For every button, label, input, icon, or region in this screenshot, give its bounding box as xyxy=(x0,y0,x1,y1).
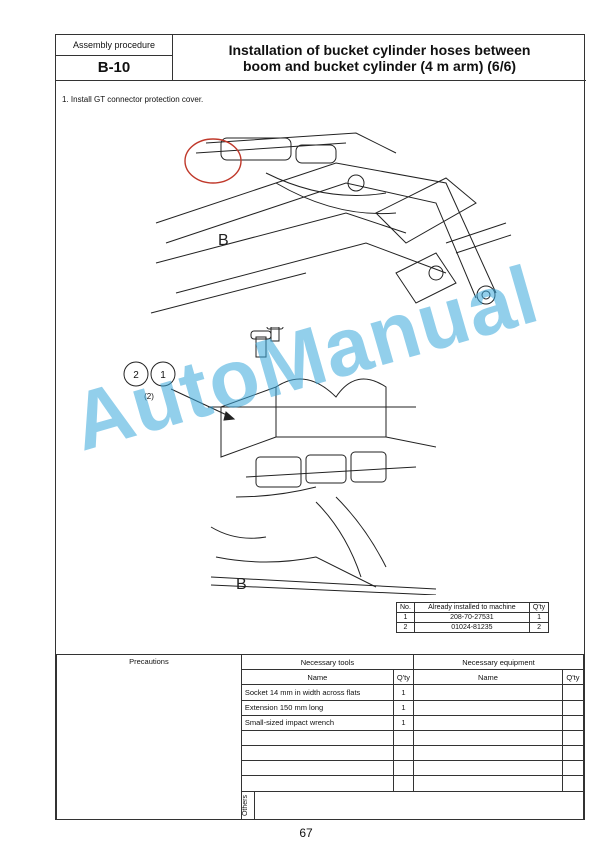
parts-cell: 208-70-27531 xyxy=(413,612,530,623)
tool-qty: 1 xyxy=(392,714,414,731)
tool-qty: 1 xyxy=(392,699,414,716)
procedure-code: B-10 xyxy=(97,59,131,76)
table-row: 2 01024-81235 2 xyxy=(396,622,550,633)
parts-col-qty: Q'ty xyxy=(528,602,550,613)
tools-name-header: Name xyxy=(240,669,394,686)
tool-name: Small-sized impact wrench xyxy=(240,714,394,731)
view-label-b-bottom: B xyxy=(236,576,247,593)
document-frame: Assembly procedure B-10 Installation of … xyxy=(55,34,586,821)
necessary-equipment-header: Necessary equipment xyxy=(412,653,585,671)
procedure-label: Assembly procedure xyxy=(56,35,172,56)
callout-2: 2 xyxy=(133,370,139,381)
connector-cover-illustration: 2 1 (2) B xyxy=(123,327,436,595)
title-line-2: boom and bucket cylinder (4 m arm) (6/6) xyxy=(242,58,517,74)
equip-name-header: Name xyxy=(412,669,563,686)
tool-qty: 1 xyxy=(392,684,414,701)
parts-table-header: No. Already installed to machine Q'ty xyxy=(396,602,550,613)
tool-name: Socket 14 mm in width across flats xyxy=(240,684,394,701)
parts-col-no: No. xyxy=(396,602,415,613)
table-row: Small-sized impact wrench 1 xyxy=(57,714,585,731)
table-row: 1 208-70-27531 1 xyxy=(396,612,550,623)
table-row: Extension 150 mm long 1 xyxy=(57,699,585,716)
parts-cell: 2 xyxy=(528,622,550,633)
equip-qty-header: Q'ty xyxy=(561,669,585,686)
header-left: Assembly procedure B-10 xyxy=(56,35,173,81)
parts-table: No. Already installed to machine Q'ty 1 … xyxy=(396,602,550,633)
page-title: Installation of bucket cylinder hoses be… xyxy=(173,35,586,81)
others-label: Others xyxy=(241,794,249,816)
parts-cell: 01024-81235 xyxy=(413,622,530,633)
callout-1: 1 xyxy=(160,370,166,381)
callout-qty: (2) xyxy=(144,392,154,401)
parts-cell: 1 xyxy=(528,612,550,623)
tool-name: Extension 150 mm long xyxy=(240,699,394,716)
parts-cell: 1 xyxy=(396,612,415,623)
view-label-b-top: B xyxy=(218,232,229,249)
requirements-table: Precautions Necessary tools Necessary eq… xyxy=(56,653,585,821)
parts-cell: 2 xyxy=(396,622,415,633)
step-1-instruction: 1. Install GT connector protection cover… xyxy=(62,95,204,104)
tools-qty-header: Q'ty xyxy=(392,669,414,686)
parts-col-part: Already installed to machine xyxy=(413,602,530,613)
page-number: 67 xyxy=(299,826,313,840)
title-line-1: Installation of bucket cylinder hoses be… xyxy=(228,42,531,58)
precautions-header: Precautions xyxy=(56,654,242,820)
necessary-tools-header: Necessary tools xyxy=(240,653,414,671)
boom-overview-illustration: B xyxy=(150,132,512,314)
